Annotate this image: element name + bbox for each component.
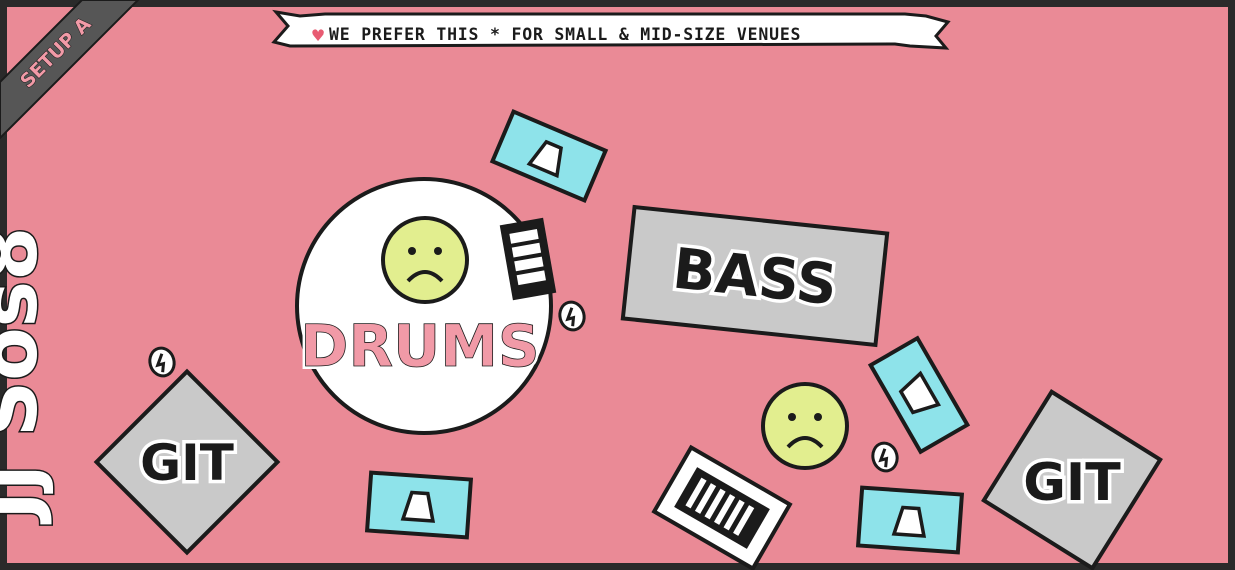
sad-face-icon	[763, 384, 847, 468]
drums-label-outline: DRUMS	[300, 312, 539, 380]
guitar-right-label: GIT	[1023, 453, 1121, 513]
svg-text:Jj Sos8: Jj Sos8	[0, 227, 55, 525]
side-logo: Jj Sos8	[0, 227, 55, 525]
guitar-left-label: GIT	[140, 434, 234, 492]
monitor-wedge-icon	[858, 488, 962, 553]
banner-text: WE PREFER THIS * FOR SMALL & MID-SIZE VE…	[329, 25, 801, 44]
monitor-wedge-icon	[367, 473, 471, 538]
sad-face-icon	[383, 218, 467, 302]
heart-icon: ♥	[311, 26, 325, 45]
banner-ribbon: ♥ WE PREFER THIS * FOR SMALL & MID-SIZE …	[274, 12, 948, 48]
bass-amp-box: BASS	[623, 207, 887, 345]
